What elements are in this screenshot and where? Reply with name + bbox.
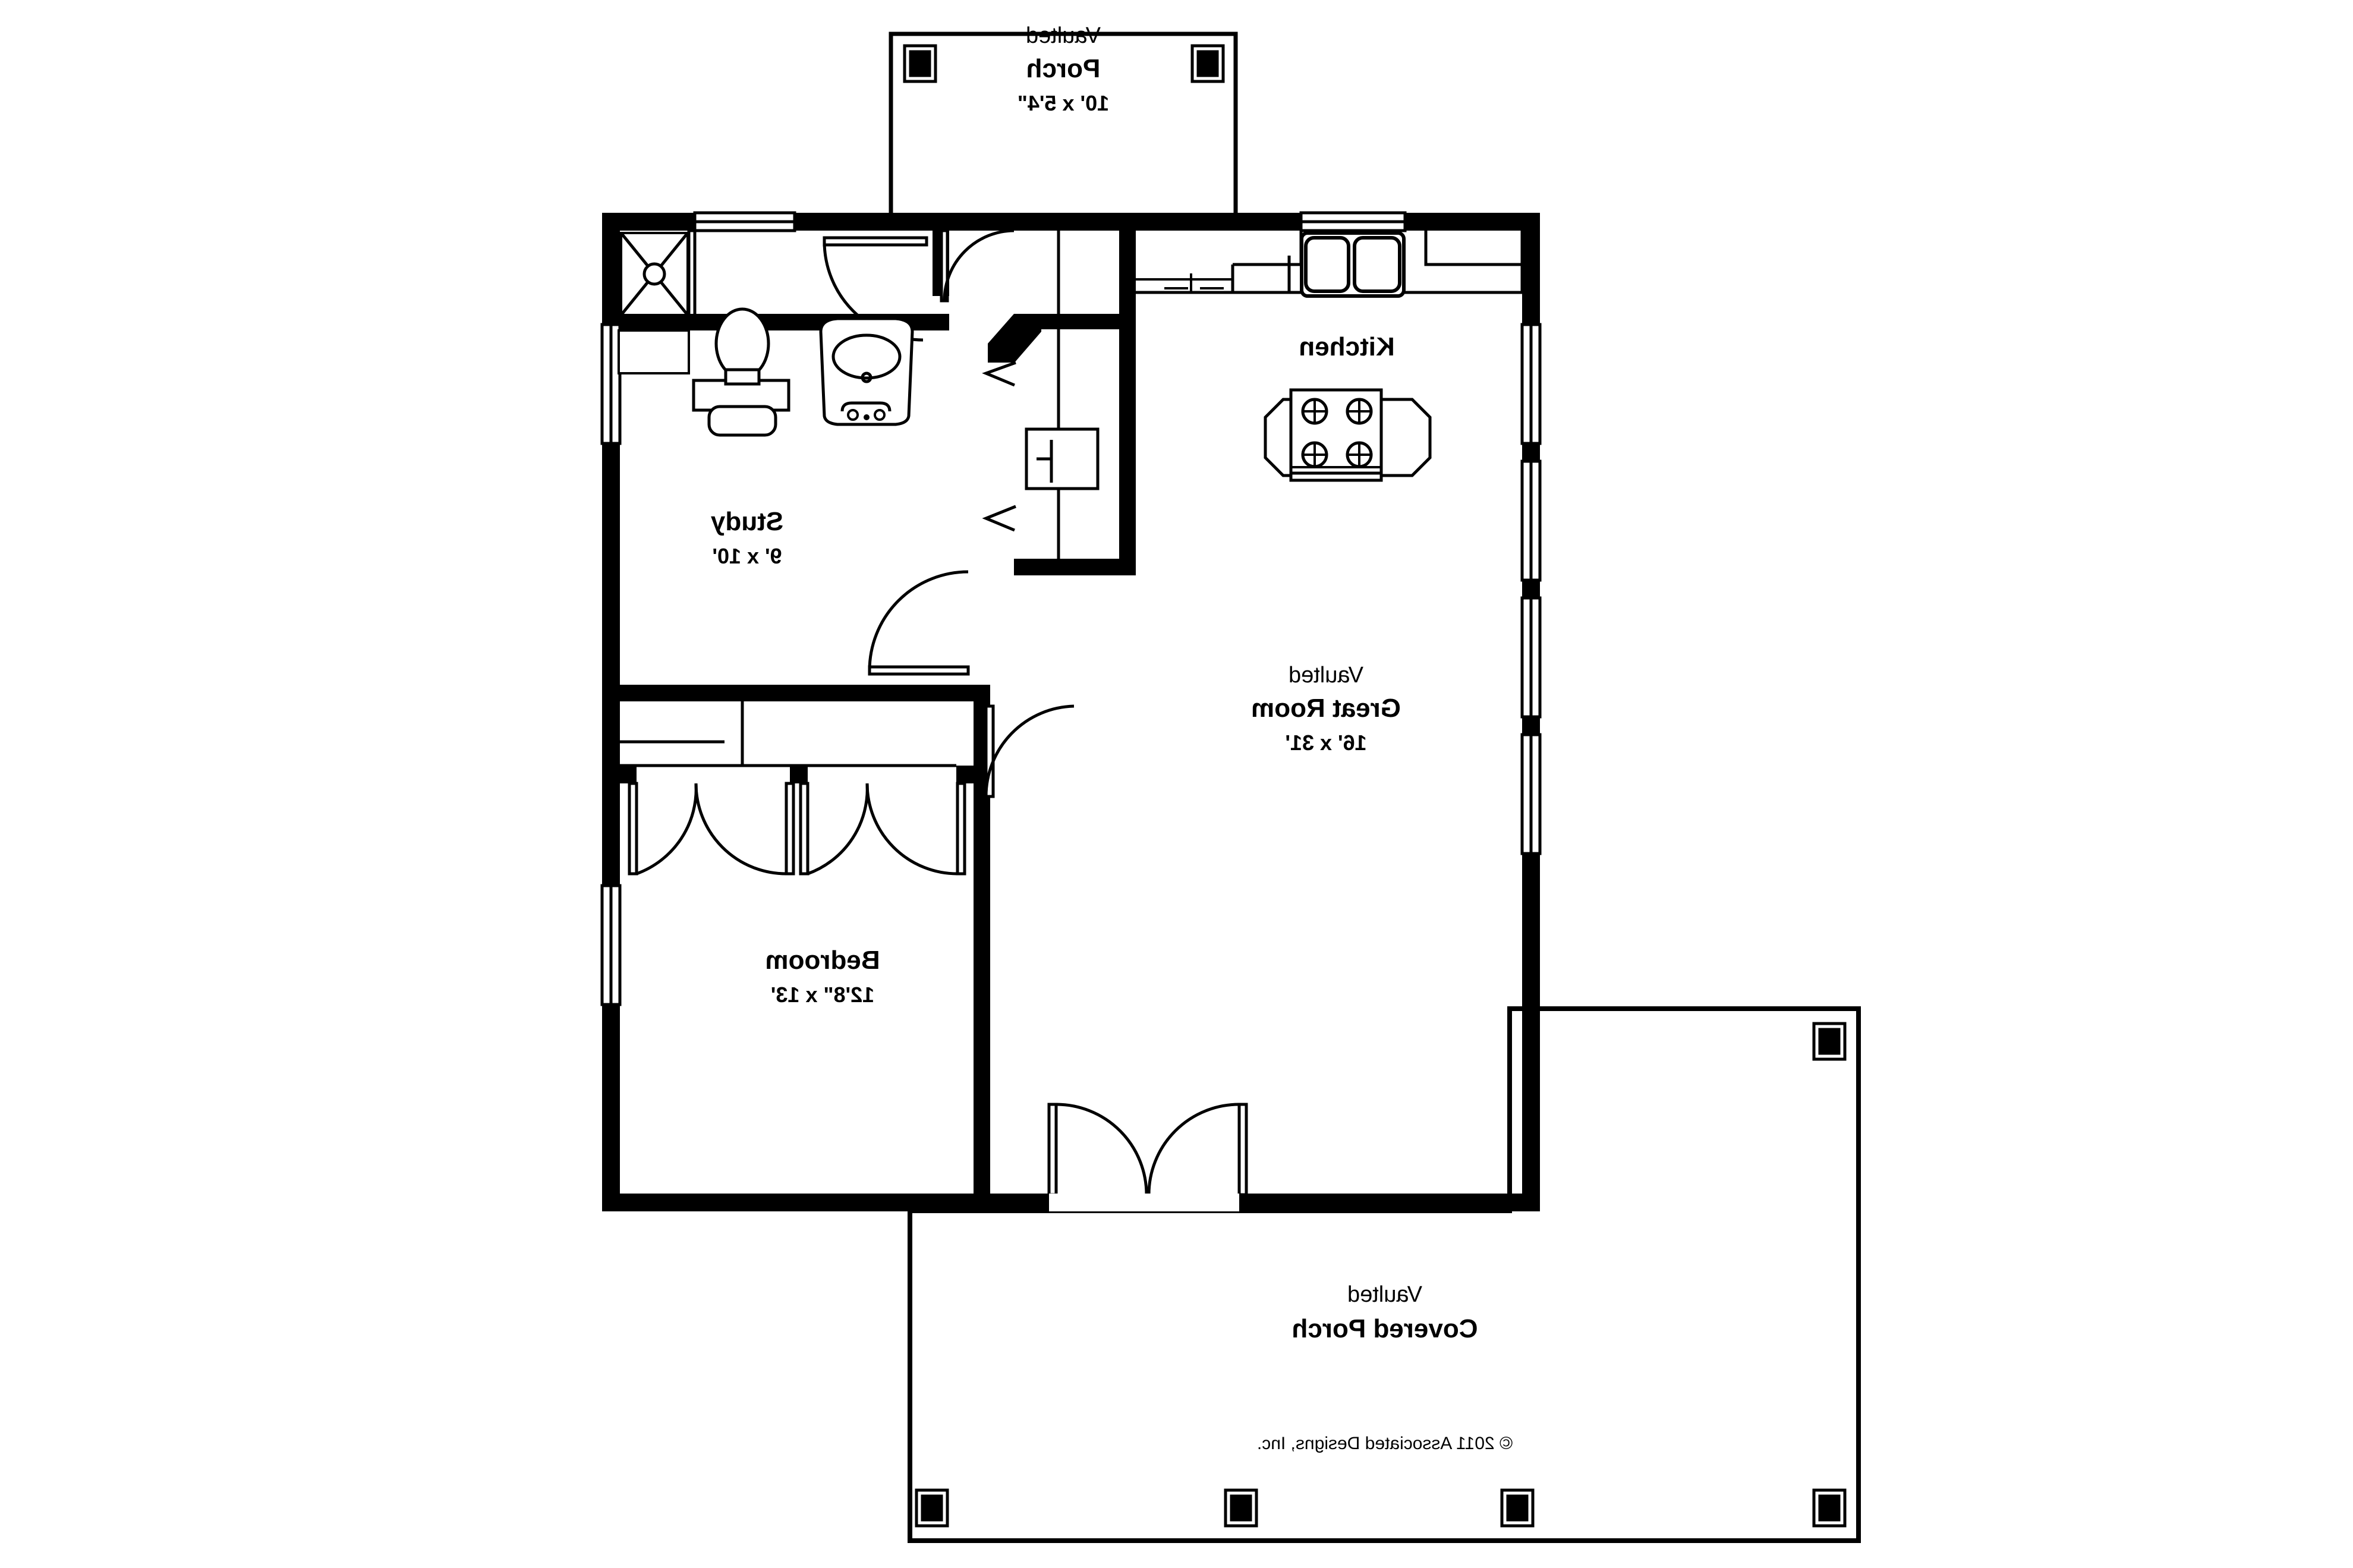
covered-porch-post-bottom-right — [915, 1488, 949, 1528]
great-room-dimensions: 16' x 31' — [1285, 731, 1366, 755]
window-left-2 — [1520, 459, 1542, 582]
covered-porch-post-top-left — [1812, 1022, 1847, 1061]
bedroom-name: Bedroom — [765, 946, 880, 975]
bath-lavatory-icon — [819, 317, 914, 426]
great-room-prefix: Vaulted — [1289, 663, 1363, 688]
front-double-doors — [1047, 1103, 1248, 1211]
window-left-3 — [1520, 596, 1542, 719]
covered-porch-post-bottom-left — [1812, 1488, 1847, 1528]
top-porch-post-left — [1190, 44, 1225, 83]
room-label-vaulted-porch-top: Vaulted Porch 10' x 5'4" — [1018, 23, 1109, 115]
kitchen-upper-cabinet — [1136, 273, 1233, 292]
kitchen-range-island — [1264, 388, 1432, 482]
hall-bifold-door-lower — [982, 505, 1016, 532]
bedroom-dimensions: 12'8" x 13' — [771, 983, 874, 1007]
window-top-kitchen — [1299, 211, 1407, 232]
covered-porch-post-bottom-mid2 — [1224, 1488, 1258, 1528]
covered-porch-name: Covered Porch — [1292, 1314, 1478, 1343]
covered-porch-prefix: Vaulted — [1347, 1282, 1422, 1307]
bath-shower-icon — [620, 232, 689, 316]
bath-toilet-icon — [692, 307, 790, 437]
porch-top-name: Porch — [1026, 54, 1101, 83]
kitchen-sink-icon — [1300, 231, 1406, 298]
closet-bifold-door-right — [628, 782, 795, 876]
room-label-covered-porch: Vaulted Covered Porch — [1292, 1282, 1478, 1343]
study-dimensions: 9' x 10' — [712, 544, 782, 568]
window-top-bath — [693, 211, 796, 232]
window-left-1 — [1520, 323, 1542, 445]
bedroom-door-swing — [984, 704, 1075, 798]
copyright-text: © 2011 Associated Designs, Inc. — [1257, 1434, 1513, 1453]
room-label-bedroom: Bedroom 12'8" x 13' — [765, 946, 880, 1007]
bedroom-closet — [619, 701, 956, 767]
room-label-kitchen: Kitchen — [1299, 332, 1394, 361]
hall-bifold-door-upper — [982, 361, 1016, 387]
top-porch-post-right — [903, 44, 937, 83]
range-burners-icon — [1301, 398, 1373, 468]
room-label-great-room: Vaulted Great Room 16' x 31' — [1251, 663, 1401, 755]
study-name: Study — [710, 507, 783, 536]
hall-door-swing-to-great-room — [940, 229, 1015, 303]
washer-dryer-icon — [1025, 427, 1100, 490]
porch-top-prefix: Vaulted — [1026, 23, 1101, 48]
interior-walls — [619, 213, 1136, 1211]
window-left-4 — [1520, 733, 1542, 855]
room-label-study: Study 9' x 10' — [710, 507, 783, 568]
study-door-swing — [868, 570, 970, 676]
porch-top-dimensions: 10' x 5'4" — [1018, 91, 1109, 115]
great-room-name: Great Room — [1251, 694, 1401, 723]
bath-linen-shelf — [618, 329, 690, 374]
closet-bifold-door-left — [799, 782, 966, 876]
kitchen-name: Kitchen — [1299, 332, 1394, 361]
covered-porch-post-bottom-mid1 — [1500, 1488, 1535, 1528]
window-right-bedroom — [600, 884, 622, 1006]
copyright-notice: © 2011 Associated Designs, Inc. — [1257, 1434, 1513, 1453]
covered-porch-outline — [908, 1006, 1861, 1543]
window-right-study — [600, 323, 622, 445]
